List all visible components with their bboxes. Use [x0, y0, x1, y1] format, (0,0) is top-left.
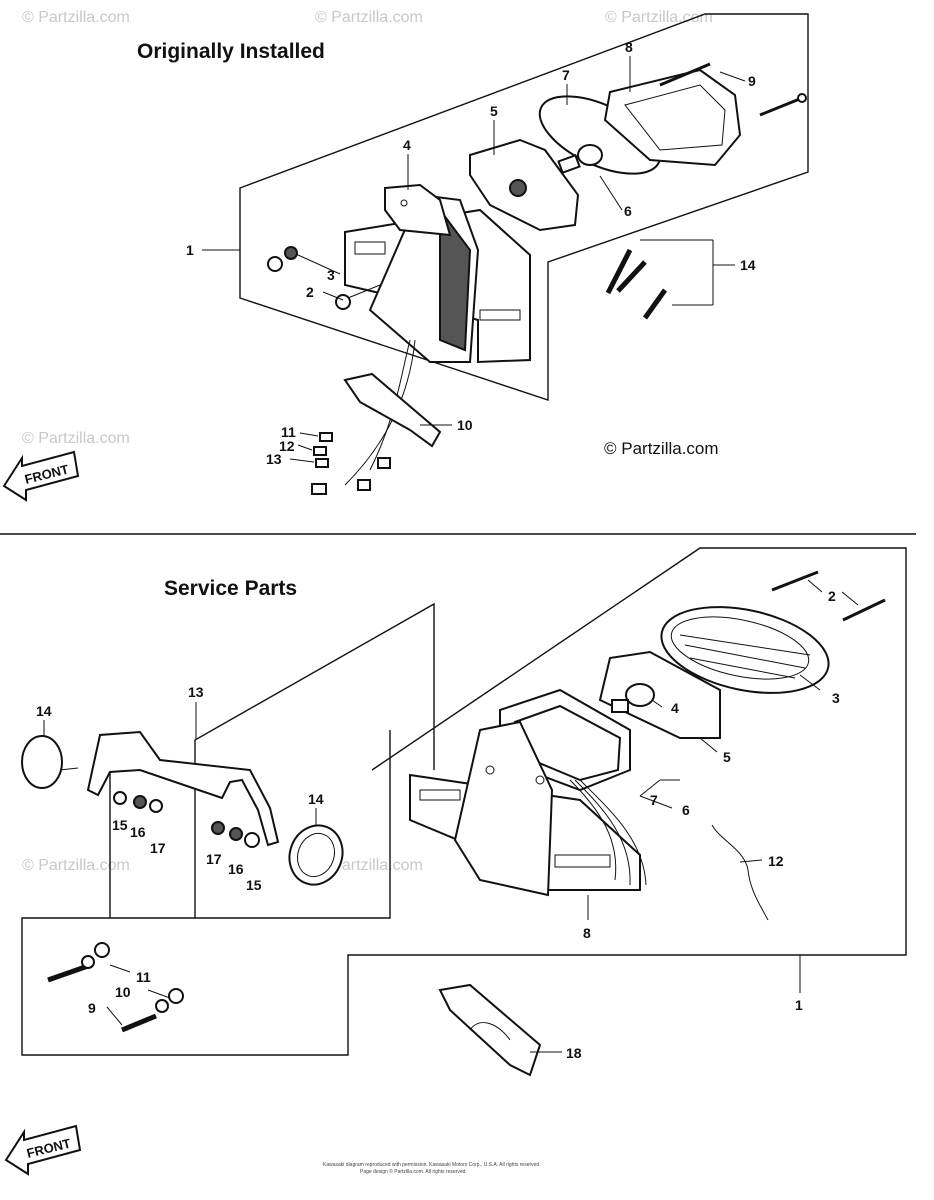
callout-3: 3: [327, 267, 335, 283]
callout-13: 13: [188, 684, 204, 700]
callout-11: 11: [281, 424, 296, 440]
footer-legal-line-2: Page design © Partzilla.com. All rights …: [360, 1168, 467, 1175]
watermarks: © Partzilla.com © Partzilla.com © Partzi…: [22, 9, 713, 874]
callout-7: 7: [650, 792, 658, 808]
mounting-bolts: [605, 248, 668, 320]
callout-14-right: 14: [308, 791, 324, 807]
service-assembly-outline: [21, 547, 907, 1056]
callout-labels-bottom: 1 2 3 4 5 6 7 8 9 10 11 12 13 14 14 15 1…: [36, 588, 840, 1061]
watermark: © Partzilla.com: [22, 9, 130, 26]
front-arrow-icon: FRONT: [4, 1124, 82, 1176]
callout-17-right: 17: [206, 851, 222, 867]
watermark: © Partzilla.com: [22, 857, 130, 874]
service-bulb: [611, 683, 655, 713]
hardware-15-16-17: [113, 791, 260, 848]
callout-14-left: 14: [36, 703, 52, 719]
callout-2: 2: [828, 588, 836, 604]
callout-10: 10: [457, 417, 473, 433]
callout-6: 6: [682, 802, 690, 818]
ground-wire: [711, 824, 769, 921]
callout-5: 5: [490, 103, 498, 119]
callout-leaders-top: [202, 56, 746, 463]
callout-4: 4: [403, 137, 411, 153]
callout-12: 12: [768, 853, 784, 869]
service-housing: [409, 688, 641, 897]
nut-and-bolt: [267, 246, 381, 310]
license-plate-bracket: [343, 372, 442, 448]
watermark: © Partzilla.com: [22, 430, 130, 447]
service-lens-screws: [771, 570, 886, 622]
callout-8: 8: [625, 39, 633, 55]
callout-17-left: 17: [150, 840, 166, 856]
callout-7: 7: [562, 67, 570, 83]
copyright-text: © Partzilla.com: [604, 439, 719, 458]
service-lens: [660, 606, 830, 694]
watermark: © Partzilla.com: [315, 9, 423, 26]
callout-9: 9: [88, 1000, 96, 1016]
wire-connectors: [311, 432, 391, 495]
callout-15-left: 15: [112, 817, 128, 833]
callout-16-right: 16: [228, 861, 244, 877]
bulb: [557, 144, 603, 174]
reflector-left: [21, 735, 63, 789]
callout-18: 18: [566, 1045, 582, 1061]
section-title-service-parts: Service Parts: [164, 577, 297, 600]
callout-3: 3: [832, 690, 840, 706]
assembly-outline: [239, 13, 809, 401]
callout-1: 1: [186, 242, 194, 258]
front-arrow-icon: FRONT: [2, 450, 80, 502]
lens: [603, 68, 742, 167]
callout-16-left: 16: [130, 824, 146, 840]
callout-12: 12: [279, 438, 295, 454]
callout-leaders-bottom: [43, 579, 859, 1053]
reflector-bracket: [86, 730, 280, 847]
reflector-right: [288, 824, 344, 886]
callout-2: 2: [306, 284, 314, 300]
service-wire: [569, 779, 617, 881]
callout-6: 6: [624, 203, 632, 219]
gasket: [384, 183, 452, 237]
lens-screws: [659, 62, 807, 117]
callout-10: 10: [115, 984, 131, 1000]
service-lens-gasket: [598, 650, 721, 739]
callout-13: 13: [266, 451, 282, 467]
callout-11: 11: [136, 969, 151, 985]
hardware-9-10-11: [47, 942, 184, 1033]
callout-1: 1: [795, 997, 803, 1013]
section-title-originally-installed: Originally Installed: [137, 40, 325, 63]
callout-8: 8: [583, 925, 591, 941]
callout-4: 4: [671, 700, 679, 716]
callout-14: 14: [740, 257, 756, 273]
callout-labels-top: 1 2 3 4 5 6 7 8 9 10 11 12 13 14: [186, 39, 756, 467]
callout-15-right: 15: [246, 877, 262, 893]
footer-legal-line-1: Kawasaki diagram reproduced with permiss…: [323, 1162, 541, 1168]
callout-9: 9: [748, 73, 756, 89]
license-plate-bracket-service: [438, 983, 542, 1077]
callout-5: 5: [723, 749, 731, 765]
